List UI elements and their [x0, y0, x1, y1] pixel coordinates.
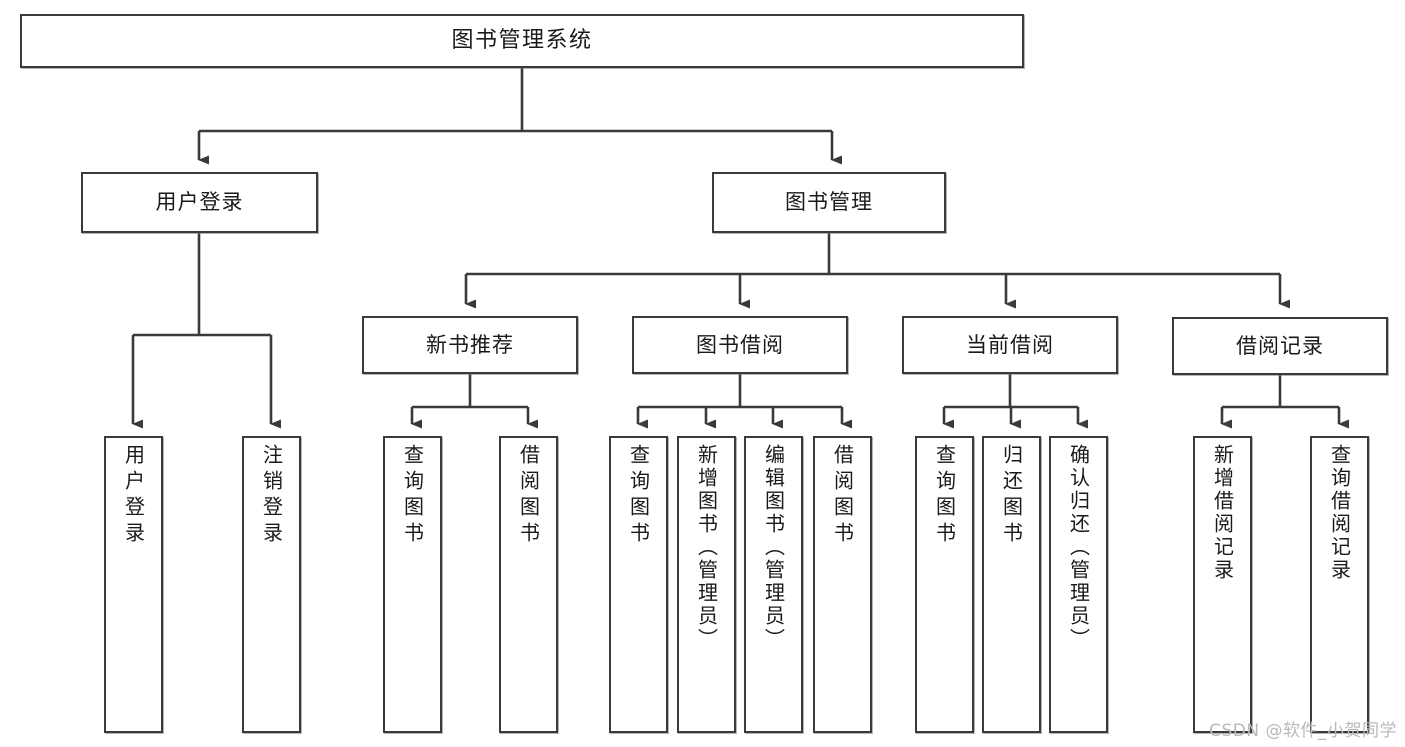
leaf-logout-label: 注销登录: [259, 444, 284, 548]
node-borrow-record[interactable]: 借阅记录: [1172, 317, 1388, 375]
node-user-login[interactable]: 用户登录: [81, 172, 318, 233]
leaf-currentborrow-query-book-label: 查询图书: [932, 444, 957, 548]
leaf-currentborrow-return-book[interactable]: 归还图书: [982, 436, 1041, 733]
leaf-bookborrow-add-book-label: 新增图书（管理员）: [694, 444, 719, 651]
node-new-book-recommend-label: 新书推荐: [426, 332, 514, 357]
leaf-bookborrow-query-book[interactable]: 查询图书: [609, 436, 668, 733]
leaf-bookborrow-query-book-label: 查询图书: [626, 444, 651, 548]
leaf-bookborrow-borrow-book[interactable]: 借阅图书: [813, 436, 872, 733]
node-current-borrow[interactable]: 当前借阅: [902, 316, 1118, 374]
leaf-currentborrow-query-book[interactable]: 查询图书: [915, 436, 974, 733]
node-book-borrow[interactable]: 图书借阅: [632, 316, 848, 374]
leaf-newbook-query-book[interactable]: 查询图书: [383, 436, 442, 733]
leaf-bookborrow-edit-book[interactable]: 编辑图书（管理员）: [744, 436, 803, 733]
leaf-user-login[interactable]: 用户登录: [104, 436, 163, 733]
node-root-label: 图书管理系统: [451, 28, 593, 54]
leaf-newbook-borrow-book-label: 借阅图书: [516, 444, 541, 548]
leaf-bookborrow-borrow-book-label: 借阅图书: [830, 444, 855, 548]
node-book-management[interactable]: 图书管理: [712, 172, 946, 233]
node-book-borrow-label: 图书借阅: [696, 332, 784, 357]
leaf-currentborrow-return-book-label: 归还图书: [999, 444, 1024, 548]
leaf-currentborrow-confirm-return-label: 确认归还（管理员）: [1066, 444, 1091, 651]
node-book-management-label: 图书管理: [785, 190, 873, 215]
watermark: CSDN @软件_小贺同学: [1209, 721, 1397, 741]
node-new-book-recommend[interactable]: 新书推荐: [362, 316, 578, 374]
leaf-user-login-label: 用户登录: [121, 444, 146, 548]
leaf-query-borrow-record[interactable]: 查询借阅记录: [1310, 436, 1369, 733]
leaf-newbook-query-book-label: 查询图书: [400, 444, 425, 548]
node-current-borrow-label: 当前借阅: [966, 332, 1054, 357]
leaf-currentborrow-confirm-return[interactable]: 确认归还（管理员）: [1049, 436, 1108, 733]
leaf-query-borrow-record-label: 查询借阅记录: [1327, 444, 1352, 582]
node-user-login-label: 用户登录: [155, 190, 244, 215]
leaf-newbook-borrow-book[interactable]: 借阅图书: [499, 436, 558, 733]
leaf-add-borrow-record-label: 新增借阅记录: [1210, 444, 1235, 582]
node-root[interactable]: 图书管理系统: [20, 14, 1024, 68]
node-borrow-record-label: 借阅记录: [1236, 333, 1324, 358]
leaf-add-borrow-record[interactable]: 新增借阅记录: [1193, 436, 1252, 733]
leaf-bookborrow-edit-book-label: 编辑图书（管理员）: [761, 444, 786, 651]
leaf-logout[interactable]: 注销登录: [242, 436, 301, 733]
leaf-bookborrow-add-book[interactable]: 新增图书（管理员）: [677, 436, 736, 733]
